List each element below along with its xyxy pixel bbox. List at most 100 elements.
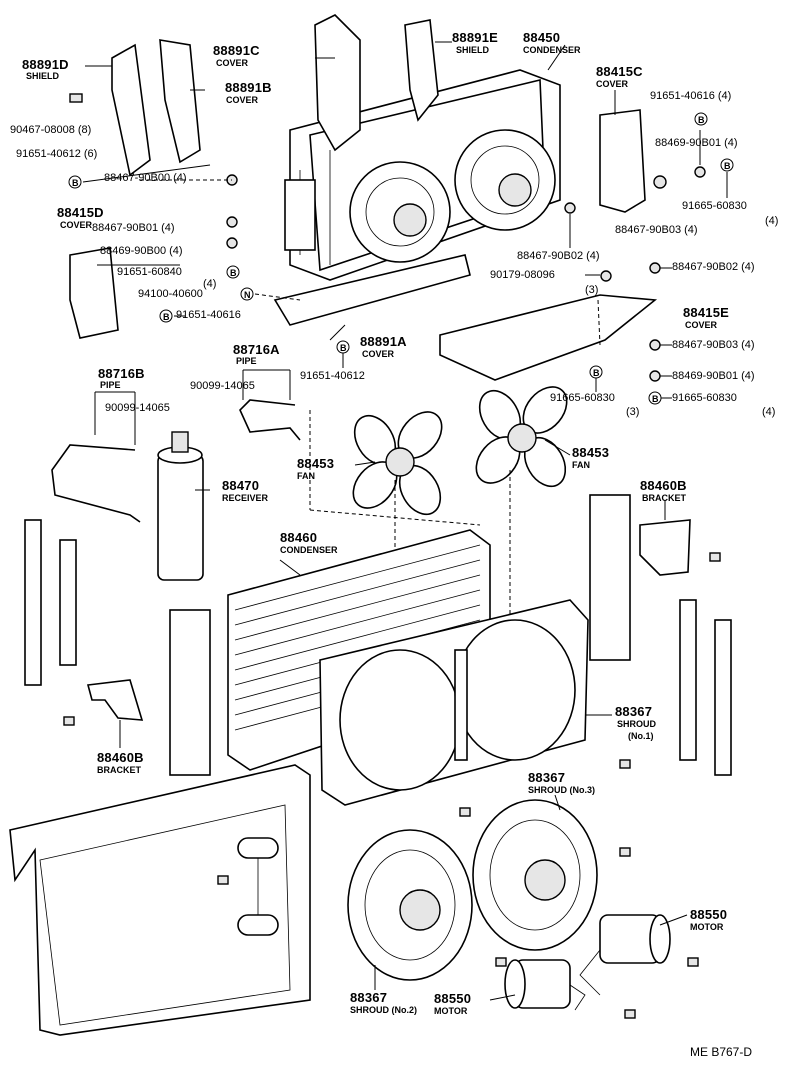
bracket-88460B-left-shape bbox=[86, 679, 144, 721]
part-88415C-desc: COVER bbox=[596, 79, 629, 89]
part-88550-number: 88550 bbox=[690, 907, 728, 922]
fastener-code: 90099-14065 bbox=[190, 380, 255, 392]
leader-lines bbox=[82, 41, 728, 399]
fastener-code: 94100-40600 bbox=[138, 288, 203, 300]
part-88460-number: 88460 bbox=[280, 530, 318, 545]
part-88367-no1-desc: SHROUD bbox=[617, 719, 657, 729]
fastener-code: 90099-14065 bbox=[105, 402, 170, 414]
cover-88415D-shape bbox=[69, 247, 119, 339]
part-88716A-number: 88716A bbox=[233, 342, 280, 357]
seal-strip bbox=[714, 619, 732, 776]
part-88891B-number: 88891B bbox=[225, 80, 272, 95]
rail-bracket bbox=[589, 494, 631, 661]
part-88453-desc: FAN bbox=[572, 460, 590, 470]
part-88460B-number: 88460B bbox=[97, 750, 144, 765]
shield-88891D-shape bbox=[111, 43, 151, 177]
diagram-code: ME B767-D bbox=[690, 1045, 753, 1059]
part-88450-number: 88450 bbox=[523, 30, 561, 45]
part-88367-no1-number: 88367 bbox=[615, 704, 653, 719]
seal-strip bbox=[24, 519, 42, 686]
part-88891B-desc: COVER bbox=[226, 95, 259, 105]
cover-88891C-shape bbox=[314, 14, 361, 152]
part-88891E-number: 88891E bbox=[452, 30, 499, 45]
shroud-no2-shape bbox=[347, 829, 473, 981]
part-88891D-number: 88891D bbox=[22, 57, 69, 72]
fan-a-shape bbox=[352, 411, 443, 516]
fastener-code: 91651-40612 (6) bbox=[16, 148, 98, 160]
cover-88415C-shape bbox=[599, 109, 646, 213]
motor-a-shape bbox=[579, 914, 671, 996]
receiver-88470-shape bbox=[157, 431, 204, 581]
fastener-code: 88467-90B02 (4) bbox=[517, 250, 600, 262]
fastener-code: 91651-40616 (4) bbox=[650, 90, 732, 102]
fastener-code: 90179-08096 bbox=[490, 269, 555, 281]
part-88415D-desc: COVER bbox=[60, 220, 93, 230]
fastener-code: 91651-40612 bbox=[300, 370, 365, 382]
part-88460-desc: CONDENSER bbox=[280, 545, 338, 555]
fastener-code: 88467-90B00 (4) bbox=[104, 172, 187, 184]
fastener-code: 88467-90B03 (4) bbox=[615, 224, 698, 236]
fastener-code: 88467-90B01 (4) bbox=[92, 222, 175, 234]
part-88367-no3-desc: SHROUD (No.3) bbox=[528, 785, 595, 795]
fastener-code: 90467-08008 (8) bbox=[10, 124, 92, 136]
symbol-n: N bbox=[244, 290, 251, 300]
part-88367-no3-number: 88367 bbox=[528, 770, 566, 785]
motor-b-shape bbox=[504, 959, 586, 1011]
b-symbols: B B B N B B B B B bbox=[68, 112, 734, 405]
leader-line bbox=[659, 914, 688, 926]
fastener-code: 88469-90B01 (4) bbox=[672, 370, 755, 382]
fastener-qty: (4) bbox=[762, 406, 776, 418]
part-88550-desc: MOTOR bbox=[690, 922, 724, 932]
part-88367-no2-desc: SHROUD (No.2) bbox=[350, 1005, 417, 1015]
symbol-b: B bbox=[230, 268, 237, 278]
cover-88891A-shape bbox=[273, 254, 471, 326]
part-88716B-desc: PIPE bbox=[100, 380, 121, 390]
condenser-88450-drawing bbox=[284, 69, 561, 281]
part-88470-number: 88470 bbox=[222, 478, 260, 493]
fastener-code: 91651-60840 bbox=[117, 266, 182, 278]
fastener-qty: (4) bbox=[765, 215, 779, 227]
part-88716B-number: 88716B bbox=[98, 366, 145, 381]
part-88891C-number: 88891C bbox=[213, 43, 260, 58]
fastener-qty: (3) bbox=[626, 406, 640, 418]
leader-line bbox=[489, 994, 516, 1001]
symbol-b: B bbox=[340, 343, 347, 353]
fastener-code: 88469-90B00 (4) bbox=[100, 245, 183, 257]
part-88460B-number: 88460B bbox=[640, 478, 687, 493]
fastener-qty: (4) bbox=[203, 278, 217, 290]
leader-line bbox=[354, 461, 376, 466]
shield-88891E-shape bbox=[404, 19, 439, 122]
part-88716A-desc: PIPE bbox=[236, 356, 257, 366]
part-88453-number: 88453 bbox=[297, 456, 335, 471]
symbol-b: B bbox=[163, 312, 170, 322]
symbol-b: B bbox=[593, 368, 600, 378]
fastener-code: 91651-40616 bbox=[176, 309, 241, 321]
cover-88891B-shape bbox=[159, 39, 201, 164]
part-88415D-number: 88415D bbox=[57, 205, 104, 220]
pipe-88716A-shape bbox=[239, 399, 301, 441]
part-88367-no2-number: 88367 bbox=[350, 990, 388, 1005]
fastener-code: 88469-90B01 (4) bbox=[655, 137, 738, 149]
pipe-88716B-shape bbox=[51, 444, 141, 523]
part-88891A-desc: COVER bbox=[362, 349, 395, 359]
part-88367-no1-sub: (No.1) bbox=[628, 731, 654, 741]
leader-line bbox=[544, 439, 571, 456]
part-88550-number: 88550 bbox=[434, 991, 472, 1006]
cover-88415E-shape bbox=[439, 294, 658, 381]
fastener-code: 88467-90B02 (4) bbox=[672, 261, 755, 273]
fastener-qty: (3) bbox=[585, 284, 599, 296]
symbol-b: B bbox=[652, 394, 659, 404]
fan-b-shape bbox=[475, 386, 568, 488]
part-88415E-desc: COVER bbox=[685, 320, 718, 330]
radiator-support-shape bbox=[9, 764, 311, 1036]
seal-strip bbox=[679, 599, 697, 761]
bolt-shapes bbox=[63, 552, 721, 1019]
part-88470-desc: RECEIVER bbox=[222, 493, 269, 503]
part-88891C-desc: COVER bbox=[216, 58, 249, 68]
symbol-b: B bbox=[724, 161, 731, 171]
bracket-88460B-right-shape bbox=[639, 519, 691, 576]
shroud-no1-shape bbox=[319, 599, 589, 806]
fastener-code: 91665-60830 bbox=[672, 392, 737, 404]
fastener-code: 91665-60830 bbox=[550, 392, 615, 404]
